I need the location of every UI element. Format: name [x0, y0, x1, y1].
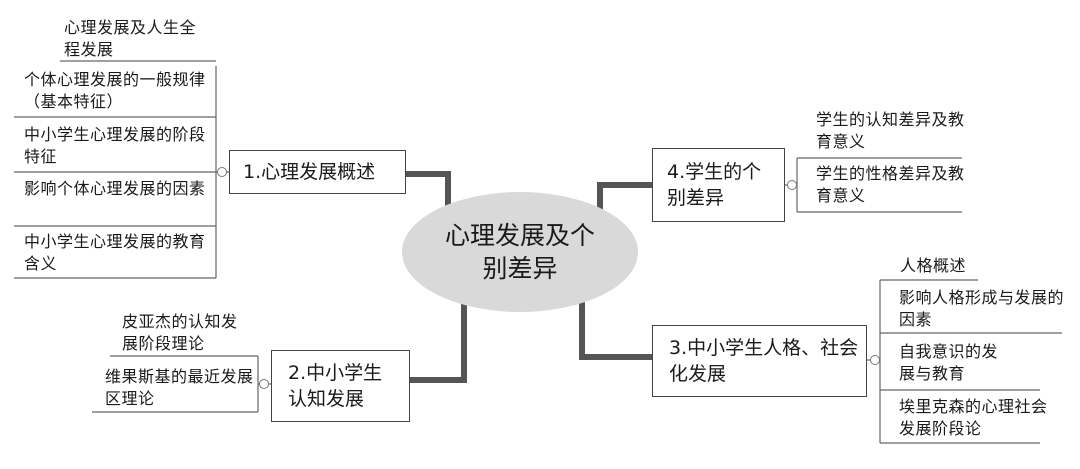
central-topic[interactable]: 心理发展及个别差异 [402, 192, 638, 312]
topic-4-child-1[interactable]: 学生的认知差异及教育意义 [816, 110, 965, 151]
topic-3-child-4[interactable]: 埃里克森的心理社会发展阶段论 [899, 397, 1048, 438]
collapse-toggle-4[interactable] [787, 180, 797, 190]
topic-1-child-1[interactable]: 心理发展及人生全程发展 [64, 18, 197, 59]
trunk-connector-2 [410, 300, 467, 383]
topic-3-child-3[interactable]: 自我意识的发展与教育 [899, 342, 999, 383]
topic-3-box[interactable]: 3.中小学生人格、社会化发展 [652, 325, 867, 397]
trunk-connector-4 [597, 182, 652, 212]
topic-1-child-3[interactable]: 中小学生心理发展的阶段特征 [24, 125, 206, 166]
topic-4-box[interactable]: 4.学生的个别差异 [652, 148, 785, 222]
topic-1-box[interactable]: 1.心理发展概述 [229, 150, 406, 194]
topic-3-label: 3.中小学生人格、社会化发展 [669, 337, 859, 385]
topic-3-child-2[interactable]: 影响人格形成与发展的因素 [899, 288, 1065, 329]
central-topic-label: 心理发展及个别差异 [445, 221, 596, 283]
topic-1-child-4[interactable]: 影响个体心理发展的因素 [24, 179, 206, 198]
topic-4-label: 4.学生的个别差异 [667, 161, 762, 209]
topic-2-child-1[interactable]: 皮亚杰的认知发展阶段理论 [122, 312, 238, 353]
collapse-toggle-1[interactable] [217, 167, 227, 177]
topic-2-box[interactable]: 2.中小学生认知发展 [271, 350, 410, 422]
topic-4-child-2[interactable]: 学生的性格差异及教育意义 [816, 164, 965, 205]
topic-1-child-5[interactable]: 中小学生心理发展的教育含义 [24, 232, 206, 273]
topic-3-child-1[interactable]: 人格概述 [900, 256, 967, 275]
topic-2-label: 2.中小学生认知发展 [288, 362, 383, 410]
collapse-toggle-3[interactable] [870, 355, 880, 365]
topic-1-label: 1.心理发展概述 [243, 161, 376, 183]
topic-1-child-2[interactable]: 个体心理发展的一般规律（基本特征） [24, 70, 206, 111]
trunk-connector-3 [579, 292, 652, 360]
collapse-toggle-2[interactable] [259, 379, 269, 389]
topic-2-child-2[interactable]: 维果斯基的最近发展区理论 [105, 367, 254, 408]
